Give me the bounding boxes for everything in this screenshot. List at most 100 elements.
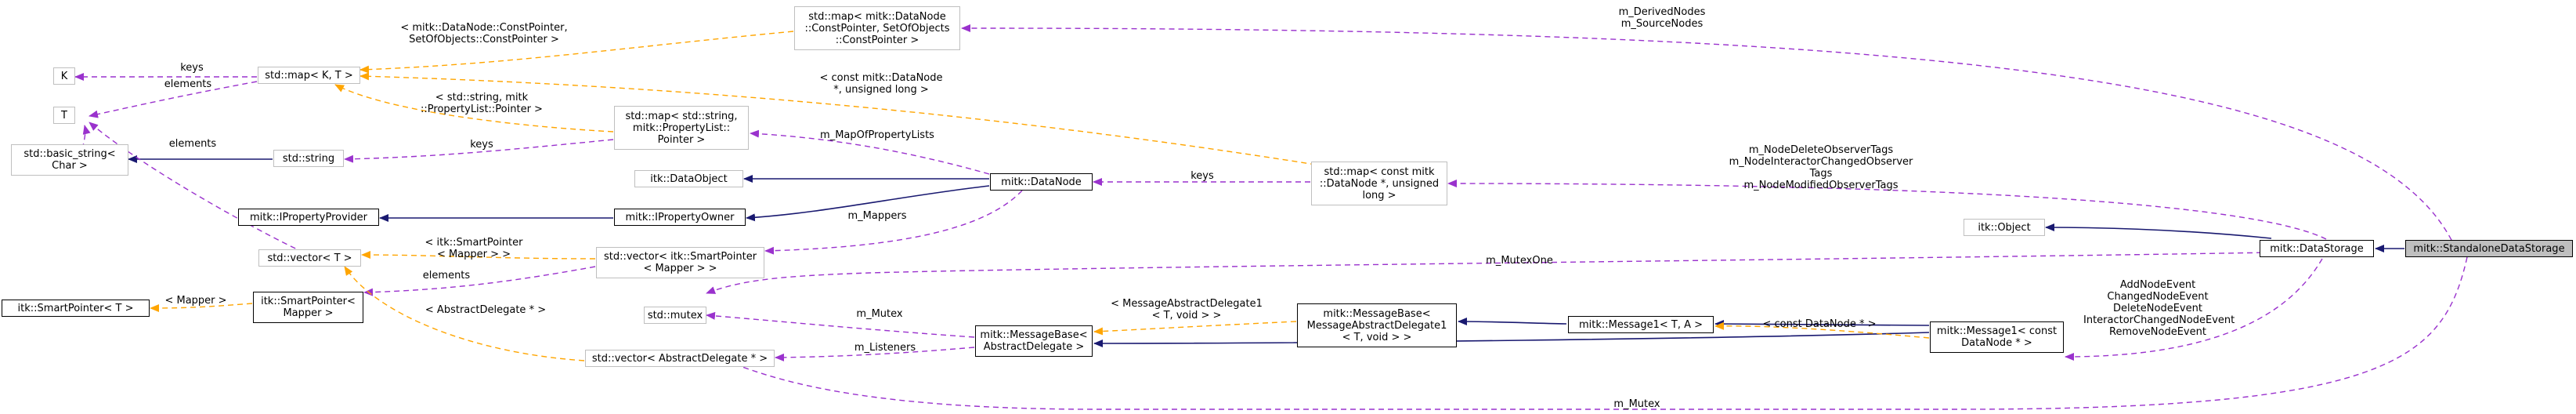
- edge-label-datanode-constpointer: < mitk::DataNode::ConstPointer, SetOfObj…: [390, 22, 578, 45]
- node-std-mutex[interactable]: std::mutex: [644, 307, 706, 324]
- node-std-string[interactable]: std::string: [273, 150, 344, 167]
- edge-label-elements-k: elements: [164, 78, 212, 90]
- edge-sourcenodes-mapkt: [359, 31, 794, 74]
- node-label-line: Pointer >: [657, 133, 706, 146]
- node-basic-string[interactable]: std::basic_string< Char >: [11, 144, 128, 176]
- node-label-line: long >: [1362, 189, 1396, 202]
- node-label-line: std::map< mitk::DataNode: [808, 10, 946, 23]
- edge-label-listeners: m_Listeners: [854, 342, 916, 354]
- node-label-line: AbstractDelegate >: [983, 341, 1085, 353]
- node-map-k-t[interactable]: std::map< K, T >: [258, 67, 360, 84]
- edge-delegate1-messagebase: [1093, 321, 1297, 336]
- label-line: ::PropertyList::Pointer >: [421, 104, 543, 115]
- node-label: mitk::IPropertyProvider: [249, 211, 368, 223]
- edge-message1const-message1ta: [1714, 320, 1930, 329]
- node-map-observer-tags[interactable]: std::map< const mitk ::DataNode *, unsig…: [1311, 162, 1447, 205]
- label-line: < std::string, mitk: [435, 92, 529, 104]
- edge-datastorage-message1const: [2065, 258, 2323, 361]
- node-label-line: < Mapper > >: [643, 263, 717, 274]
- edge-label-abstract-delegate-tpl: < AbstractDelegate * >: [425, 304, 547, 316]
- edge-label-map-of-property-lists: m_MapOfPropertyLists: [820, 129, 934, 141]
- node-label-line: MessageAbstractDelegate1: [1306, 319, 1447, 332]
- edge-label-mutex-mid: m_Mutex: [856, 308, 903, 320]
- node-label: mitk::IPropertyOwner: [625, 211, 735, 223]
- label-line: < T, void > >: [1151, 310, 1222, 321]
- node-label-line: std::map< const mitk: [1324, 165, 1435, 178]
- node-label: mitk::DataStorage: [2270, 242, 2364, 255]
- node-label-line: mitk::PropertyList::: [632, 122, 731, 134]
- label-line: ChangedNodeEvent: [2107, 291, 2209, 303]
- node-k[interactable]: K: [53, 67, 75, 85]
- label-line: m_NodeModifiedObserverTags: [1743, 180, 1899, 191]
- node-label-line: < T, void > >: [1342, 331, 1412, 343]
- node-map-property-lists[interactable]: std::map< std::string, mitk::PropertyLis…: [614, 106, 749, 150]
- label-line: Tags: [1809, 168, 1833, 180]
- node-label: itk::DataObject: [650, 172, 728, 185]
- label-line: SetOfObjects::ConstPointer >: [409, 34, 559, 45]
- node-label-line: ::ConstPointer >: [835, 34, 919, 46]
- edge-vectorsmartpointer-vectort: [361, 251, 596, 260]
- node-map-source-nodes[interactable]: std::map< mitk::DataNode ::ConstPointer,…: [794, 6, 960, 50]
- node-label-line: std::vector< itk::SmartPointer: [603, 251, 757, 263]
- edge-vectorabstract-vectort: [344, 266, 585, 361]
- node-message1-const-datanode[interactable]: mitk::Message1< const DataNode * >: [1930, 321, 2064, 353]
- node-messagebase-abstract-delegate[interactable]: mitk::MessageBase< AbstractDelegate >: [975, 325, 1093, 357]
- node-label: itk::SmartPointer< T >: [17, 302, 134, 314]
- node-ipropertyowner[interactable]: mitk::IPropertyOwner: [614, 209, 746, 226]
- edge-label-mappers: m_Mappers: [847, 210, 907, 222]
- edge-message1ta-delegate1: [1458, 318, 1567, 326]
- edge-datastorage-mutex: [706, 252, 2272, 294]
- edge-label-node-events: AddNodeEvent ChangedNodeEvent DeleteNode…: [2083, 279, 2235, 338]
- node-label: mitk::StandaloneDataStorage: [2413, 242, 2565, 255]
- edge-smartpointermapper-smartpointert: [150, 303, 253, 312]
- node-label: std::mutex: [647, 309, 703, 321]
- node-t[interactable]: T: [53, 107, 75, 124]
- node-label-line: ::ConstPointer, SetOfObjects: [804, 22, 950, 34]
- edge-label-mutex-bottom: m_Mutex: [1613, 398, 1660, 410]
- node-label-line: DataNode * >: [1961, 337, 2032, 349]
- node-message1-t-a[interactable]: mitk::Message1< T, A >: [1568, 316, 1714, 333]
- edge-label-mutex-one: m_MutexOne: [1486, 255, 1553, 267]
- label-line: m_NodeDeleteObserverTags: [1748, 144, 1894, 156]
- edge-label-msg-abstract-delegate1: < MessageAbstractDelegate1 < T, void > >: [1100, 298, 1273, 321]
- node-label-line: itk::SmartPointer<: [261, 296, 356, 307]
- node-label: std::vector< T >: [267, 252, 352, 264]
- node-ipropertyprovider[interactable]: mitk::IPropertyProvider: [238, 209, 379, 226]
- edge-datanode-ipropertyowner: [746, 185, 990, 222]
- node-vector-abstract-delegate[interactable]: std::vector< AbstractDelegate * >: [585, 350, 775, 367]
- label-line: < mitk::DataNode::ConstPointer,: [400, 22, 568, 34]
- node-vector-smartpointer[interactable]: std::vector< itk::SmartPointer < Mapper …: [596, 247, 764, 278]
- edge-label-const-datanode: < const DataNode * >: [1762, 318, 1877, 330]
- node-vector-t[interactable]: std::vector< T >: [258, 249, 361, 267]
- edge-observertags-mapkt: [359, 72, 1317, 165]
- node-label-line: mitk::Message1< const: [1936, 325, 2058, 337]
- node-data-node[interactable]: mitk::DataNode: [990, 173, 1093, 191]
- edge-vectort-t: [89, 122, 305, 253]
- node-label: mitk::Message1< T, A >: [1578, 318, 1703, 331]
- edge-label-derived-source-nodes: m_DerivedNodes m_SourceNodes: [1607, 6, 1717, 30]
- edge-standalone-mutex: [717, 256, 2468, 410]
- label-line: DeleteNodeEvent: [2113, 303, 2202, 314]
- node-itk-object[interactable]: itk::Object: [1964, 219, 2045, 236]
- node-smartpointer-mapper[interactable]: itk::SmartPointer< Mapper >: [253, 292, 363, 323]
- node-label: T: [61, 109, 67, 122]
- label-line: < itk::SmartPointer: [425, 237, 523, 249]
- node-itk-data-object[interactable]: itk::DataObject: [634, 170, 743, 187]
- node-messagebase-delegate1[interactable]: mitk::MessageBase< MessageAbstractDelega…: [1297, 303, 1457, 347]
- label-line: RemoveNodeEvent: [2109, 326, 2206, 338]
- node-label-line: ::DataNode *, unsigned: [1319, 177, 1440, 190]
- node-data-storage[interactable]: mitk::DataStorage: [2260, 240, 2374, 257]
- node-label-line: mitk::MessageBase<: [1323, 307, 1431, 320]
- node-standalone-data-storage[interactable]: mitk::StandaloneDataStorage: [2405, 240, 2573, 257]
- node-smartpointer-t[interactable]: itk::SmartPointer< T >: [2, 300, 150, 317]
- edge-propertylists-string: [344, 139, 614, 163]
- edge-label-elements-vector: elements: [422, 270, 471, 281]
- edge-label-keys-string: keys: [470, 139, 493, 151]
- edge-label-string-propertylist: < std::string, mitk ::PropertyList::Poin…: [407, 92, 556, 115]
- edge-label-mapper-tpl: < Mapper >: [164, 295, 227, 307]
- edge-label-keys-datanode: keys: [1190, 170, 1214, 182]
- edge-vectorsmartpointer-smartpointer: [363, 266, 596, 296]
- edge-label-keys-k: keys: [180, 62, 204, 74]
- edge-label-observer-tags: m_NodeDeleteObserverTags m_NodeInteracto…: [1727, 144, 1915, 191]
